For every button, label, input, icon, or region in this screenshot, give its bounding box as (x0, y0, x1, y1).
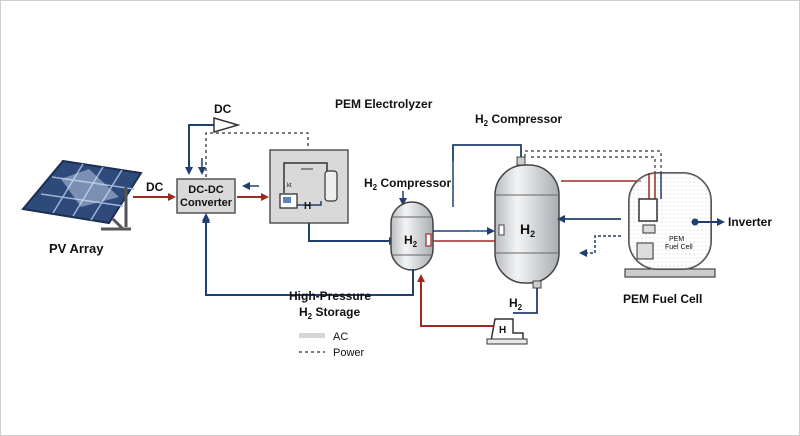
converter-label-2: Converter (180, 197, 233, 209)
hydrogen-pump-icon (486, 318, 528, 345)
dc-left-label: DC (146, 180, 164, 194)
h2-line-tank-pump (513, 288, 538, 314)
compressor-top-label-full: H2 Compressor (475, 112, 562, 128)
compressor-small-label: H2 Compressor (364, 176, 451, 192)
small-tank-label: H2 (404, 233, 418, 249)
fuel-cell-inner-2: Fuel Cell (665, 244, 693, 251)
inverter-label: Inverter (728, 215, 772, 229)
electrolyzer-tiny-label: kt (287, 183, 292, 189)
inverter-node (691, 218, 699, 226)
h2-line-electrolyzer-tank (308, 223, 397, 245)
converter-label-1: DC-DC (188, 184, 223, 196)
storage-label-1: High-Pressure (289, 289, 371, 303)
legend: AC Power (299, 331, 365, 359)
large-tank-bottom-fitting (532, 280, 542, 289)
legend-power-label: Power (333, 347, 365, 359)
large-tank-label: H2 (520, 221, 535, 239)
legend-ac-swatch (299, 333, 325, 338)
dc-amplifier-icon (213, 117, 241, 133)
electrolyzer-label: PEM Electrolyzer (335, 97, 433, 111)
fuel-cell-inner-1: PEM (669, 236, 684, 243)
h2-dashed-return (579, 235, 621, 257)
h2-line-top-loop (452, 144, 522, 161)
dc-top-label: DC (214, 102, 232, 116)
h2-line-storage-return (202, 213, 414, 296)
large-tank-inlet (498, 224, 505, 236)
legend-ac-label: AC (333, 331, 348, 343)
electrolyzer-internals (279, 162, 338, 209)
fuel-cell-label: PEM Fuel Cell (623, 292, 702, 306)
dc-dc-converter (176, 178, 236, 214)
dc-line-pump-tank (417, 274, 493, 327)
small-tank-valve (425, 233, 432, 247)
electrolyzer-h-label: H (304, 201, 311, 212)
pv-array-label: PV Array (49, 241, 104, 256)
large-tank-top-fitting (516, 156, 526, 166)
signal-line-amp (185, 124, 214, 175)
storage-label-2: H2 Storage (299, 305, 360, 321)
power-line-top-1 (524, 150, 662, 173)
power-line-top-2 (531, 156, 656, 173)
pv-array (21, 159, 143, 231)
pem-fuel-cell (624, 172, 716, 278)
pump-h-label: H (499, 325, 506, 336)
h2-bottom-label: H2 (509, 296, 523, 312)
